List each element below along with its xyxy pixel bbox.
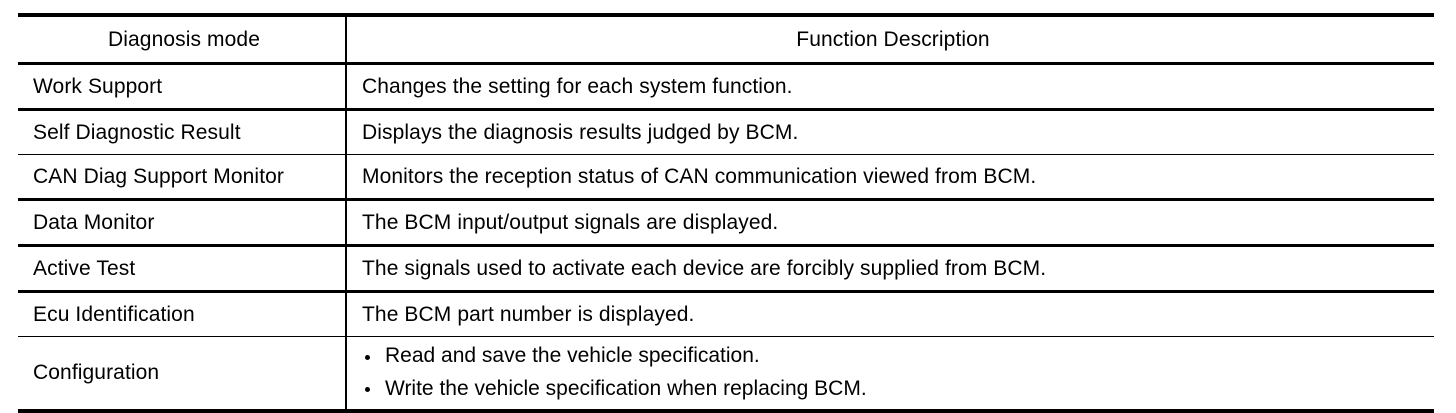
function-description-text: The BCM input/output signals are display…: [362, 210, 779, 234]
diagnosis-mode-label: Work Support: [33, 74, 163, 98]
cell-diagnosis-mode: Work Support: [18, 63, 347, 111]
page-root: Diagnosis mode Function Description Work…: [18, 13, 1434, 413]
diagnosis-mode-label: CAN Diag Support Monitor: [33, 164, 285, 188]
bullet-icon: [365, 354, 370, 360]
list-item: Write the vehicle specification when rep…: [363, 373, 1424, 406]
header-cell-function-description: Function Description: [346, 13, 1434, 65]
cell-function-description: The BCM input/output signals are display…: [346, 199, 1434, 247]
header-cell-diagnosis-mode: Diagnosis mode: [18, 13, 347, 65]
function-description-text: The signals used to activate each device…: [362, 256, 1047, 280]
diagnosis-mode-label: Active Test: [33, 256, 136, 280]
diagnosis-mode-table: Diagnosis mode Function Description Work…: [18, 13, 1434, 413]
table-row: Data Monitor The BCM input/output signal…: [18, 199, 1434, 247]
header-label-diagnosis-mode: Diagnosis mode: [108, 27, 260, 51]
cell-diagnosis-mode: Active Test: [18, 245, 347, 293]
table-row: CAN Diag Support Monitor Monitors the re…: [18, 154, 1434, 201]
bullet-icon: [365, 387, 370, 393]
function-description-bullet-list: Read and save the vehicle specification.…: [347, 340, 1434, 405]
diagnosis-mode-label: Data Monitor: [33, 210, 155, 234]
cell-function-description: Monitors the reception status of CAN com…: [346, 154, 1434, 201]
bullet-text: Write the vehicle specification when rep…: [385, 377, 867, 400]
cell-diagnosis-mode: Self Diagnostic Result: [18, 109, 347, 155]
diagnosis-mode-label: Ecu Identification: [33, 302, 195, 326]
table-row: Ecu Identification The BCM part number i…: [18, 291, 1434, 337]
diagnosis-mode-label: Configuration: [33, 361, 160, 385]
function-description-text: Displays the diagnosis results judged by…: [362, 120, 799, 144]
cell-function-description: Changes the setting for each system func…: [346, 63, 1434, 111]
cell-function-description: Displays the diagnosis results judged by…: [346, 109, 1434, 155]
cell-diagnosis-mode: Data Monitor: [18, 199, 347, 247]
table-header-row: Diagnosis mode Function Description: [18, 13, 1434, 65]
cell-function-description: The signals used to activate each device…: [346, 245, 1434, 293]
function-description-text: Changes the setting for each system func…: [362, 74, 793, 98]
table-row: Work Support Changes the setting for eac…: [18, 63, 1434, 111]
cell-function-description: The BCM part number is displayed.: [346, 291, 1434, 337]
function-description-text: The BCM part number is displayed.: [362, 302, 695, 326]
function-description-text: Monitors the reception status of CAN com…: [362, 164, 1037, 188]
cell-diagnosis-mode: Ecu Identification: [18, 291, 347, 337]
cell-diagnosis-mode: CAN Diag Support Monitor: [18, 154, 347, 201]
table-row: Active Test The signals used to activate…: [18, 245, 1434, 293]
list-item: Read and save the vehicle specification.: [363, 340, 1424, 373]
table-row: Self Diagnostic Result Displays the diag…: [18, 109, 1434, 155]
bullet-text: Read and save the vehicle specification.: [385, 344, 760, 368]
diagnosis-mode-label: Self Diagnostic Result: [33, 120, 241, 144]
header-label-function-description: Function Description: [796, 27, 990, 51]
